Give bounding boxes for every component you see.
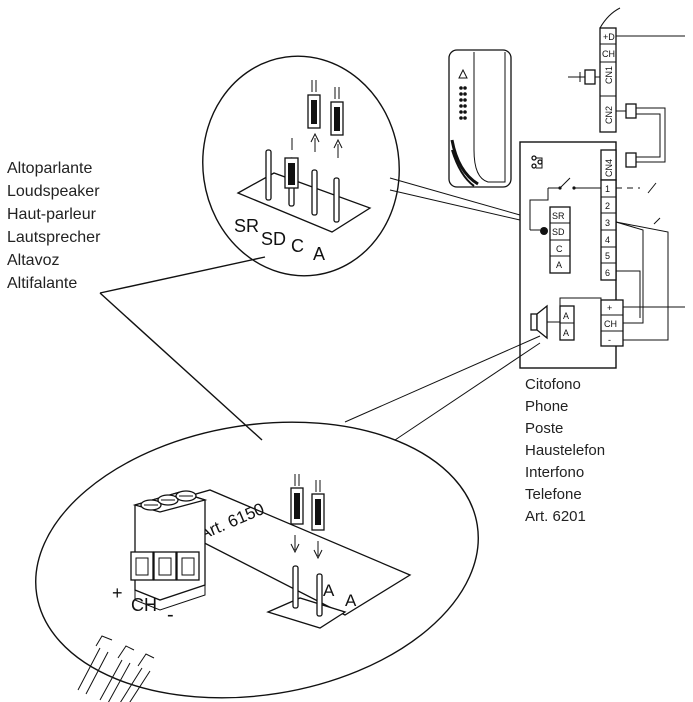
top-jumper-mounted bbox=[284, 157, 299, 189]
phone-label-en: Phone bbox=[525, 398, 568, 415]
phone-label-group: Citofono Phone Poste Haustelefon Interfo… bbox=[525, 376, 605, 525]
speaker-board-outline bbox=[559, 297, 602, 306]
phone-label-pt: Telefone bbox=[525, 486, 582, 503]
power-terminal-ch: CH bbox=[604, 319, 617, 329]
connector-label-d: +D bbox=[603, 32, 615, 42]
hook-switch bbox=[529, 155, 601, 230]
screw-terminal-block bbox=[130, 490, 208, 611]
speaker-label-de: Lautsprecher bbox=[7, 229, 101, 246]
handset-cord bbox=[450, 139, 479, 186]
bottom-zoom-ellipse bbox=[35, 421, 479, 699]
handset-receiver bbox=[473, 52, 506, 183]
bottom-jumper-loose-1 bbox=[290, 474, 304, 525]
wire-arrow-icons bbox=[77, 635, 155, 702]
connector-top-wire bbox=[599, 7, 621, 29]
bottom-jumper-base bbox=[266, 597, 347, 629]
top-callout-line-1 bbox=[389, 177, 521, 216]
down-arrow-icon bbox=[313, 541, 323, 560]
bottom-terminal-ch: CH bbox=[131, 595, 157, 615]
terminal-2: 2 bbox=[605, 201, 610, 211]
speaker-label-es: Altavoz bbox=[7, 252, 59, 269]
cn2-plug bbox=[625, 103, 637, 119]
power-terminal-plus: + bbox=[607, 303, 612, 313]
top-zoom-ellipse bbox=[202, 55, 400, 277]
speaker-terminal-a1: A bbox=[563, 311, 569, 321]
bottom-pin-2 bbox=[316, 573, 323, 617]
phone-label-it: Citofono bbox=[525, 376, 581, 393]
leader-line-top bbox=[99, 256, 266, 294]
terminal-5: 5 bbox=[605, 251, 610, 261]
speaker-label-en: Loudspeaker bbox=[7, 183, 100, 200]
cn2-cn4-cable bbox=[616, 107, 666, 163]
board-jumper-block: SR SD C A bbox=[530, 206, 571, 274]
handset-connector: +D CH CN1 CN2 bbox=[568, 7, 685, 168]
bottom-callout-line-1 bbox=[344, 335, 541, 423]
top-pin-label-sd: SD bbox=[261, 229, 286, 249]
connector-label-cn1: CN1 bbox=[604, 66, 614, 84]
bottom-zoom: Art. 6150 + CH - bbox=[35, 335, 541, 702]
terminal-4: 4 bbox=[605, 235, 610, 245]
keypad-dots bbox=[459, 86, 467, 120]
cn4-label: CN4 bbox=[604, 159, 614, 177]
terminal-6: 6 bbox=[605, 268, 610, 278]
bottom-jumper-pin-a2: A bbox=[345, 591, 357, 610]
top-pin-label-a: A bbox=[313, 244, 325, 264]
top-jumper-loose-1 bbox=[307, 80, 321, 129]
down-arrow-icon bbox=[290, 535, 300, 554]
speaker-icon bbox=[530, 304, 560, 340]
bottom-terminal-minus: - bbox=[167, 604, 174, 626]
bottom-callout-line-2 bbox=[394, 342, 541, 441]
bottom-pin-1 bbox=[292, 565, 299, 609]
phone-label-de: Haustelefon bbox=[525, 442, 605, 459]
phone-label-es: Interfono bbox=[525, 464, 584, 481]
top-pin-label-sr: SR bbox=[234, 216, 259, 236]
leader-line-bottom bbox=[99, 292, 263, 441]
top-zoom: SR SD C A bbox=[202, 55, 521, 277]
phone-label-art: Art. 6201 bbox=[525, 508, 586, 525]
terminal-1: 1 bbox=[605, 184, 610, 194]
phone-board: CN4 1 2 3 4 5 6 + CH - bbox=[519, 141, 624, 369]
bottom-terminal-plus: + bbox=[112, 583, 123, 603]
phone-label-fr: Poste bbox=[525, 420, 563, 437]
speaker-label-group: Altoparlante Loudspeaker Haut-parleur La… bbox=[7, 160, 101, 292]
handset bbox=[448, 49, 512, 188]
top-jumper-loose-2 bbox=[330, 87, 344, 136]
top-callout-line-2 bbox=[389, 189, 521, 221]
speaker-label-fr: Haut-parleur bbox=[7, 206, 97, 223]
cn4-plug bbox=[625, 152, 637, 168]
speaker-terminal-a2: A bbox=[563, 328, 569, 338]
terminal-3: 3 bbox=[605, 218, 610, 228]
external-wiring bbox=[615, 182, 685, 341]
up-arrow-icon bbox=[333, 138, 343, 158]
board-jumper-sr: SR bbox=[552, 211, 565, 221]
up-arrow-icon bbox=[310, 132, 320, 152]
connector-strip bbox=[599, 27, 617, 133]
connector-label-cn2: CN2 bbox=[604, 106, 614, 124]
power-terminal-minus: - bbox=[608, 335, 611, 345]
connector-label-ch: CH bbox=[602, 49, 615, 59]
board-jumper-c: C bbox=[556, 244, 563, 254]
bottom-jumper-pin-a1: A bbox=[323, 581, 335, 600]
speaker-label-it: Altoparlante bbox=[7, 160, 92, 177]
board-jumper-sd: SD bbox=[552, 227, 565, 237]
top-pin-label-c: C bbox=[291, 236, 304, 256]
handset-triangle-icon bbox=[458, 68, 468, 79]
bottom-jumper-loose-2 bbox=[311, 480, 325, 531]
handset-body bbox=[448, 49, 512, 188]
speaker-label-pt: Altifalante bbox=[7, 275, 77, 292]
board-jumper-a: A bbox=[556, 260, 562, 270]
